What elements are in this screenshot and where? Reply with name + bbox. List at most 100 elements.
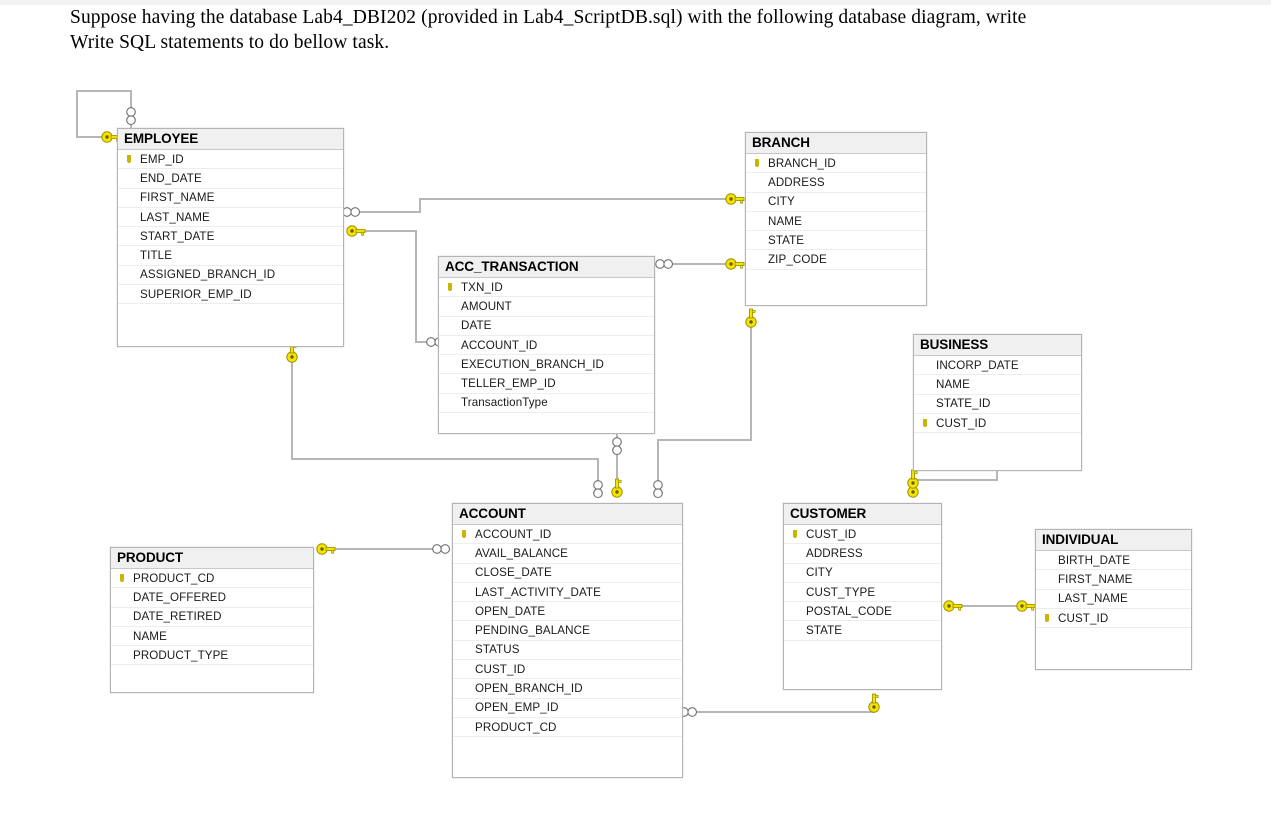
attribute-name: ADDRESS (806, 546, 863, 560)
attribute-row[interactable]: OPEN_DATE (453, 602, 682, 622)
attribute-row[interactable]: NAME (914, 375, 1081, 395)
attribute-name: CUST_ID (1058, 611, 1109, 625)
entity-title: CUSTOMER (784, 504, 941, 525)
attribute-row[interactable]: FIRST_NAME (1036, 570, 1191, 590)
many-icon-transaction-right (655, 259, 674, 269)
attribute-name: BIRTH_DATE (1058, 553, 1131, 567)
attribute-name: START_DATE (140, 229, 215, 243)
attribute-row[interactable]: AVAIL_BALANCE (453, 544, 682, 564)
attribute-row[interactable]: TransactionType (439, 394, 654, 414)
entity-title: PRODUCT (111, 548, 313, 569)
attribute-row[interactable]: TELLER_EMP_ID (439, 374, 654, 394)
attribute-row[interactable]: LAST_NAME (118, 208, 343, 228)
attribute-row[interactable]: FIRST_NAME (118, 189, 343, 208)
key-icon-customer-bottom (868, 693, 880, 713)
attribute-row[interactable]: START_DATE (118, 227, 343, 247)
key-icon-customer-top (907, 478, 919, 498)
attribute-row[interactable]: NAME (746, 212, 926, 232)
entity-title: ACCOUNT (453, 504, 682, 525)
attribute-row[interactable]: DATE_OFFERED (111, 588, 313, 608)
attribute-row[interactable]: PRODUCT_CD (111, 569, 313, 589)
attribute-row[interactable]: SUPERIOR_EMP_ID (118, 285, 343, 305)
attribute-name: NAME (133, 629, 167, 643)
attribute-name: CUST_ID (475, 662, 526, 676)
attribute-row[interactable]: CUST_ID (1036, 609, 1191, 629)
attribute-row[interactable]: INCORP_DATE (914, 356, 1081, 376)
attribute-row[interactable]: CUST_TYPE (784, 583, 941, 603)
attribute-row[interactable]: BIRTH_DATE (1036, 551, 1191, 571)
attribute-row[interactable]: CUST_ID (784, 525, 941, 545)
attribute-name: LAST_ACTIVITY_DATE (475, 585, 601, 599)
attribute-row[interactable]: ADDRESS (746, 173, 926, 193)
primary-key-icon (439, 282, 461, 292)
attribute-row[interactable]: EMP_ID (118, 150, 343, 170)
entity-title: EMPLOYEE (118, 129, 343, 150)
attribute-row[interactable]: ASSIGNED_BRANCH_ID (118, 266, 343, 286)
attribute-name: ACCOUNT_ID (461, 338, 538, 352)
key-icon-branch-zip (725, 258, 745, 270)
attribute-row[interactable]: CLOSE_DATE (453, 564, 682, 583)
attribute-row[interactable]: DATE_RETIRED (111, 608, 313, 627)
attribute-row[interactable]: CITY (784, 564, 941, 583)
attribute-row[interactable]: PRODUCT_CD (453, 718, 682, 738)
attribute-row[interactable]: CUST_ID (453, 660, 682, 680)
attribute-row[interactable]: STATUS (453, 641, 682, 661)
conn-employee-transaction (365, 230, 431, 343)
attribute-name: BRANCH_ID (768, 156, 836, 170)
attribute-row[interactable]: LAST_NAME (1036, 590, 1191, 609)
attribute-name: INCORP_DATE (936, 358, 1019, 372)
attribute-name: DATE_OFFERED (133, 590, 227, 604)
attribute-row[interactable]: AMOUNT (439, 297, 654, 317)
attribute-row[interactable]: DATE (439, 317, 654, 336)
attribute-row[interactable]: TXN_ID (439, 278, 654, 298)
attribute-name: DATE_RETIRED (133, 610, 222, 624)
attribute-row[interactable]: BRANCH_ID (746, 154, 926, 174)
key-icon-customer-right (943, 600, 963, 612)
attribute-row[interactable]: ZIP_CODE (746, 250, 926, 270)
attribute-row[interactable]: PRODUCT_TYPE (111, 646, 313, 666)
conn-branch-account (657, 311, 752, 496)
conn-employee-branch (354, 198, 728, 213)
attribute-row[interactable]: PENDING_BALANCE (453, 621, 682, 641)
attribute-name: FIRST_NAME (140, 191, 215, 205)
attribute-name: PENDING_BALANCE (475, 624, 590, 638)
attribute-row[interactable]: ADDRESS (784, 544, 941, 564)
attribute-row[interactable]: LAST_ACTIVITY_DATE (453, 583, 682, 603)
attribute-row[interactable]: END_DATE (118, 169, 343, 189)
attribute-row[interactable]: ACCOUNT_ID (453, 525, 682, 545)
many-icon-account-top-left (593, 480, 603, 499)
attribute-row[interactable]: ACCOUNT_ID (439, 336, 654, 356)
key-icon-account-top-center (611, 478, 623, 498)
attribute-row[interactable]: POSTAL_CODE (784, 602, 941, 622)
attribute-row[interactable]: STATE (784, 621, 941, 641)
attribute-row[interactable]: EXECUTION_BRANCH_ID (439, 355, 654, 375)
many-icon-employee-self (126, 107, 136, 126)
attribute-row[interactable]: STATE (746, 231, 926, 251)
prompt-line-1: Suppose having the database Lab4_DBI202 … (70, 7, 1027, 28)
attribute-name: CUST_ID (936, 416, 987, 430)
attribute-row[interactable]: CUST_ID (914, 414, 1081, 434)
attribute-row[interactable]: STATE_ID (914, 395, 1081, 414)
attribute-name: FIRST_NAME (1058, 572, 1133, 586)
attribute-row[interactable]: TITLE (118, 246, 343, 266)
prompt-line-2: Write SQL statements to do bellow task. (70, 32, 390, 53)
attribute-name: POSTAL_CODE (806, 604, 892, 618)
attribute-row[interactable]: OPEN_BRANCH_ID (453, 679, 682, 699)
attribute-row[interactable]: NAME (111, 627, 313, 647)
attribute-row[interactable]: OPEN_EMP_ID (453, 699, 682, 718)
attribute-row[interactable]: CITY (746, 193, 926, 212)
